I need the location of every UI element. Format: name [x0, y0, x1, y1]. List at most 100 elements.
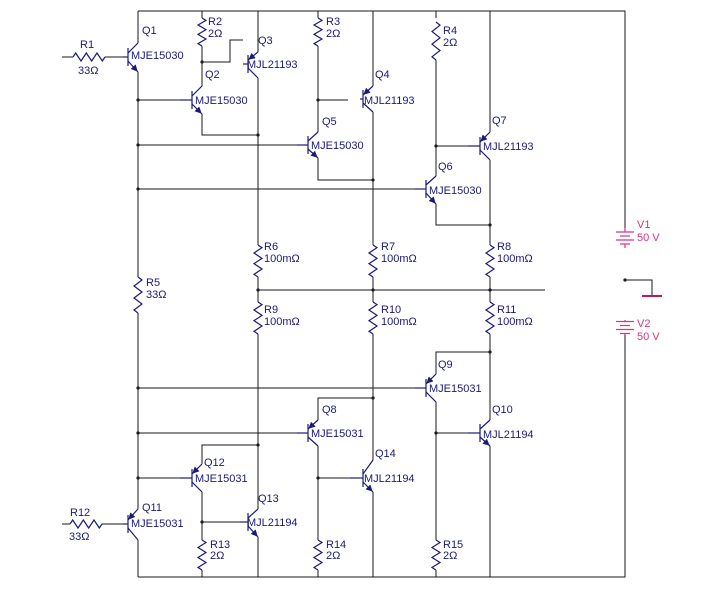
transistor-name: Q7 [492, 115, 507, 127]
junction-dot [256, 288, 260, 292]
resistor-value: 100mΩ [497, 316, 533, 328]
junction-dot [488, 223, 492, 227]
transistor-model: MJL21193 [483, 141, 534, 153]
junction-dot [136, 431, 140, 435]
resistor-value: 100mΩ [381, 316, 417, 328]
resistor-value: 2Ω [326, 550, 340, 562]
resistor-r1 [72, 51, 106, 63]
transistor-name: Q3 [258, 35, 273, 47]
transistor-name: Q13 [258, 493, 279, 505]
junction-dot [316, 476, 320, 480]
wiring [62, 10, 653, 578]
resistor-r7 [367, 244, 379, 278]
transistor-q10 [468, 419, 491, 447]
resistor-value: 100mΩ [381, 253, 417, 265]
transistor-model: MJE15031 [195, 473, 248, 485]
transistor-model: MJE15030 [429, 185, 482, 197]
resistor-name: R14 [326, 539, 346, 551]
resistor-value: 100mΩ [264, 253, 300, 265]
resistor-r3 [312, 17, 324, 47]
resistor-value: 2Ω [326, 28, 340, 40]
transistor-q1 [123, 42, 139, 73]
resistor-name: R7 [381, 241, 395, 253]
resistor-r9 [252, 301, 264, 335]
transistor-name: Q5 [322, 116, 337, 128]
transistor-name: Q2 [205, 69, 220, 81]
junction-dot [371, 396, 375, 400]
source-name: V2 [637, 318, 650, 330]
junction-dot [136, 187, 140, 191]
resistor-name: R11 [497, 304, 516, 316]
source-value: 50 V [637, 232, 660, 244]
junction-dot [488, 288, 492, 292]
resistor-name: R2 [208, 16, 222, 28]
resistor-value: 2Ω [210, 550, 224, 562]
transistor-q2 [180, 85, 203, 115]
transistor-q7 [468, 131, 491, 161]
junction-dot [136, 476, 140, 480]
junction-dot [200, 520, 204, 524]
transistor-q12 [180, 463, 203, 493]
resistor-value: 2Ω [443, 37, 457, 49]
resistor-name: R9 [264, 304, 278, 316]
transistor-model: MJE15031 [131, 518, 184, 530]
junction-dot [488, 350, 492, 354]
transistor-q9 [415, 373, 437, 403]
transistor-model: MJL21194 [247, 517, 298, 529]
resistor-name: R15 [443, 539, 463, 551]
resistor-name: R4 [443, 25, 457, 37]
resistor-value: 2Ω [208, 28, 222, 40]
transistor-model: MJE15031 [429, 383, 482, 395]
resistor-value: 33Ω [146, 289, 166, 301]
junction-dot [434, 144, 438, 148]
transistor-name: Q9 [438, 359, 453, 371]
transistor-q14 [350, 459, 374, 493]
resistor-r5 [133, 276, 143, 314]
transistor-q5 [297, 131, 319, 159]
resistor-value: 33Ω [78, 65, 98, 77]
resistor-name: R6 [264, 241, 278, 253]
resistor-name: R1 [80, 39, 94, 51]
resistor-r6 [252, 244, 264, 278]
source-value: 50 V [637, 331, 660, 343]
junction-dot [316, 98, 320, 102]
transistor-name: Q14 [375, 448, 396, 460]
transistor-name: Q11 [142, 502, 162, 514]
resistor-r15 [430, 539, 442, 571]
resistor-name: R3 [326, 16, 340, 28]
transistor-model: MJL21194 [364, 473, 415, 485]
resistor-name: R10 [381, 304, 401, 316]
junction-dot [256, 133, 260, 137]
transistor-name: Q1 [142, 25, 157, 37]
resistor-r14 [312, 539, 324, 571]
resistor-value: 2Ω [443, 550, 457, 562]
resistor-value: 100mΩ [264, 316, 300, 328]
voltage-source-v2 [616, 320, 634, 335]
voltage-source-v1 [616, 228, 634, 248]
transistor-model: MJL21193 [247, 59, 298, 71]
transistor-name: Q6 [438, 161, 453, 173]
resistor-name: R5 [146, 277, 160, 289]
junction-dot [136, 386, 140, 390]
junction-dot [256, 443, 260, 447]
junction-dot [200, 60, 204, 64]
resistor-r4 [431, 21, 441, 61]
junction-dot [623, 278, 627, 282]
transistor-q4 [360, 85, 374, 113]
transistor-name: Q4 [375, 69, 390, 81]
resistor-r8 [484, 244, 496, 278]
junction-dot [136, 143, 140, 147]
transistor-model: MJE15030 [195, 95, 248, 107]
junction-dot [371, 288, 375, 292]
junction-dot [371, 178, 375, 182]
resistor-value: 100mΩ [497, 253, 533, 265]
source-name: V1 [637, 219, 650, 231]
components [69, 17, 662, 571]
resistor-name: R12 [70, 507, 90, 519]
transistor-model: MJE15030 [311, 140, 364, 152]
transistor-q13 [240, 508, 259, 538]
junction-dot [434, 431, 438, 435]
resistor-r13 [196, 539, 208, 571]
